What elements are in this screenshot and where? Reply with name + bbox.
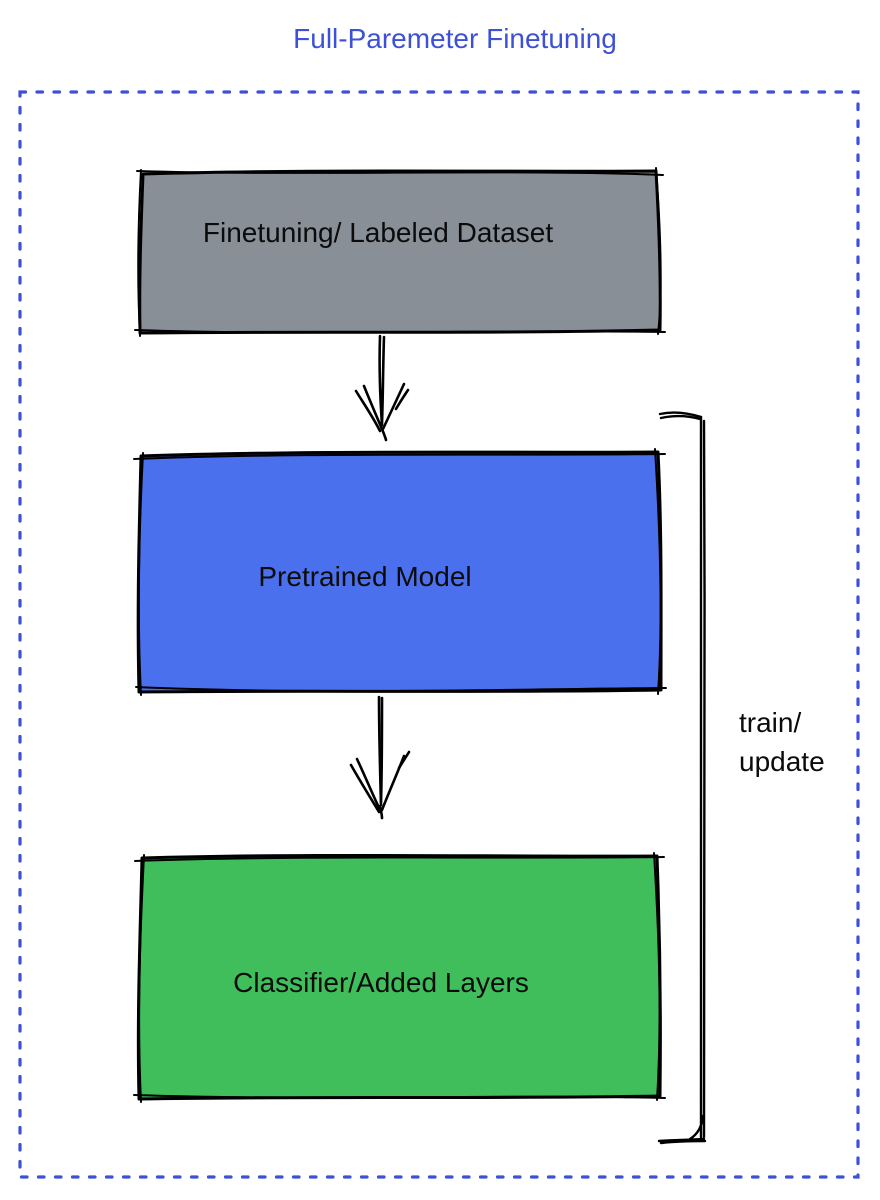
train-update-bracket — [657, 411, 707, 1145]
pretrained-box-shape — [136, 450, 663, 694]
train-update-label: train/ update — [739, 703, 825, 781]
train-update-label-line2: update — [739, 746, 825, 777]
arrow-dataset-to-pretrained — [354, 334, 410, 442]
page-title: Full-Paremeter Finetuning — [293, 23, 617, 54]
train-update-label-line1: train/ — [739, 707, 802, 738]
classifier-box — [133, 852, 666, 1103]
dataset-box — [134, 167, 666, 337]
pretrained-box-label: Pretrained Model — [258, 561, 472, 592]
dataset-box-shape — [138, 169, 662, 335]
pretrained-box — [133, 448, 667, 696]
dataset-box-label: Finetuning/ Labeled Dataset — [202, 217, 554, 248]
dashed-container-border — [18, 90, 860, 1179]
classifier-box-label: Classifier/Added Layers — [233, 967, 529, 998]
classifier-box-shape — [136, 853, 662, 1101]
arrow-pretrained-to-classifier — [349, 695, 411, 820]
